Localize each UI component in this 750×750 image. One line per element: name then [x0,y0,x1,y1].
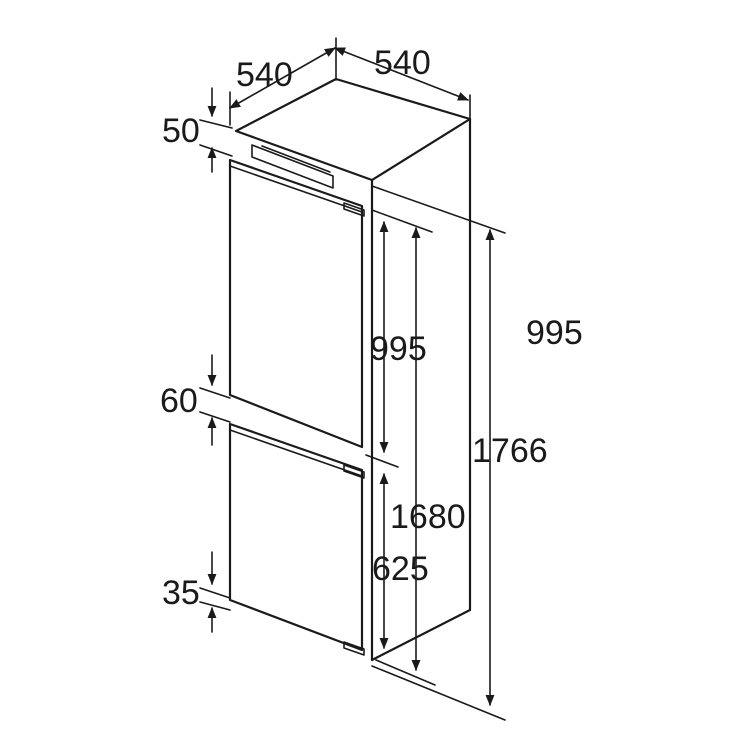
label-top-gap: 50 [162,112,200,150]
upper-hinge [343,202,365,217]
top-dimensions [229,37,471,126]
top-panel [251,144,334,189]
lower-door [228,422,364,652]
label-bottom-gap: 35 [162,574,200,612]
lower-door-edge [229,429,363,477]
label-total-height: 1766 [472,432,548,470]
upper-door [228,158,364,449]
dimension-labels: 540 540 50 995 995 60 1766 1680 625 35 [160,44,583,612]
bottom-hinge [343,641,365,656]
label-lower-door: 625 [372,550,429,588]
upper-door-edge [229,165,363,213]
label-door-height: 1680 [390,498,466,536]
cabinet-outline [234,77,472,662]
cabinet-front-edge [370,117,472,182]
label-upper-door: 995 [370,330,427,368]
label-top-depth: 540 [374,44,431,82]
label-upper-section: 995 [526,314,583,352]
lower-hinge [343,464,365,479]
right-dimensions [365,185,506,721]
left-dimensions [199,87,233,633]
top-panel-line [261,145,331,173]
label-top-width: 540 [236,56,293,94]
label-middle-gap: 60 [160,382,198,420]
appliance-body [228,77,472,662]
